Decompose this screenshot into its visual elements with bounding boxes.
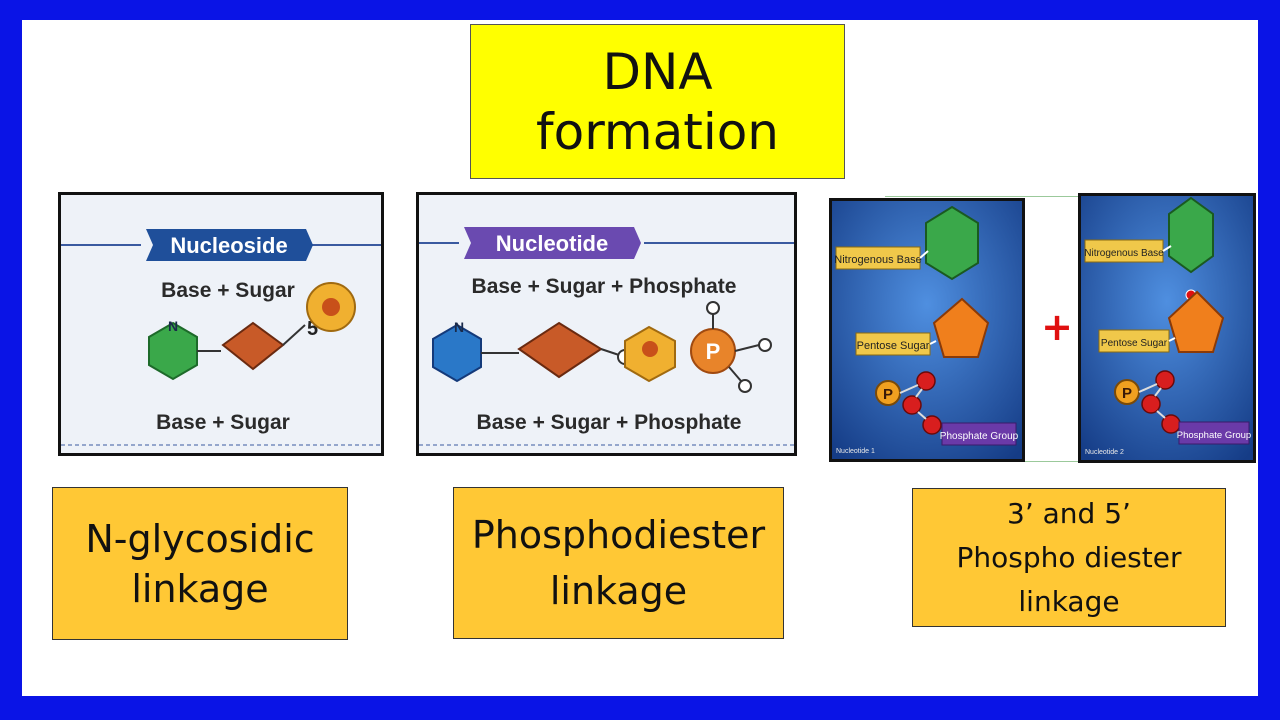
nucleotide-oxygen-2 xyxy=(706,301,720,315)
nucleotide2-sugar-label: Pentose Sugar xyxy=(1101,338,1168,349)
nucleotide1-sugar-pentagon xyxy=(932,297,990,358)
phosphodiester-line-2: linkage xyxy=(549,569,688,613)
nucleoside-card: Nucleoside Base + Sugar N 5 Base + Sugar xyxy=(58,192,384,456)
title-box: DNA formation xyxy=(470,24,845,179)
nucleoside-banner-text: Nucleoside xyxy=(170,233,287,258)
nucleotide-sugar-shape xyxy=(517,321,603,379)
n-glycosidic-line-1: N-glycosidic xyxy=(85,516,315,561)
nucleotide-card: Nucleotide Base + Sugar + Phosphate N P … xyxy=(416,192,797,456)
nucleotide2-phosphate-label-box xyxy=(1178,421,1250,445)
nucleoside-illustration: Nucleoside Base + Sugar N 5 Base + Sugar xyxy=(61,229,381,446)
nucleotide1-base-label: Nitrogenous Base xyxy=(834,254,921,266)
nucleoside-ring-atom: N xyxy=(168,318,178,334)
nucleotide1-sugar-label: Pentose Sugar xyxy=(857,340,930,352)
nucleotide-caption-top: Base + Sugar + Phosphate xyxy=(472,275,737,298)
nucleotide-ring-atom: N xyxy=(454,319,464,335)
three-five-line-2: Phospho diester xyxy=(956,540,1182,574)
nucleoside-phosphate-core xyxy=(322,298,340,316)
nucleotide-phosphate-symbol: P xyxy=(706,339,721,364)
n-glycosidic-linkage-box: N-glycosidic linkage xyxy=(52,487,348,640)
nucleotide-illustration: Nucleotide Base + Sugar + Phosphate N P … xyxy=(419,227,794,446)
nucleotide2-oxygen-1 xyxy=(1155,370,1175,390)
phosphodiester-line-1: Phosphodiester xyxy=(471,513,766,557)
nucleoside-sugar-shape xyxy=(221,321,285,371)
three-five-line-3: linkage xyxy=(1018,584,1120,618)
nucleotide1-caption: Nucleotide 1 xyxy=(836,448,875,455)
nucleotide2-sugar-pentagon xyxy=(1167,290,1225,353)
title-text: DNA formation xyxy=(536,42,779,162)
nucleotide2-phosphate-symbol: P xyxy=(1122,385,1132,402)
title-line-2: formation xyxy=(536,102,779,161)
nucleotide1-phosphate-label-box xyxy=(941,422,1017,446)
nucleotide2-card: Nitrogenous Base Pentose Sugar P Phospha… xyxy=(1078,193,1256,463)
nucleotide-banner xyxy=(464,227,641,259)
nucleotide-base-hexagon xyxy=(432,323,482,383)
title-line-1: DNA xyxy=(602,42,713,101)
nucleotide1-phosphate-label: Phosphate Group xyxy=(940,431,1019,442)
nucleotide2-base-label: Nitrogenous Base xyxy=(1084,248,1164,259)
nucleotide-phosphate-core xyxy=(642,341,658,357)
nucleotide1-phosphate-symbol: P xyxy=(883,386,893,403)
nucleotide2-illustration: Nitrogenous Base Pentose Sugar P Phospha… xyxy=(1081,196,1253,460)
nucleotide2-phosphate-label: Phosphate Group xyxy=(1177,430,1251,441)
nucleoside-caption-top: Base + Sugar xyxy=(161,279,295,302)
nucleotide1-oxygen-3 xyxy=(922,415,942,435)
nucleotide1-illustration: Nitrogenous Base Pentose Sugar P Phospha… xyxy=(832,201,1022,459)
plus-sign: + xyxy=(1041,305,1073,349)
nucleotide-caption-bottom: Base + Sugar + Phosphate xyxy=(477,411,742,434)
nucleotide2-caption: Nucleotide 2 xyxy=(1085,449,1124,456)
nucleotide-oxygen-3 xyxy=(758,338,772,352)
nucleoside-base-hexagon xyxy=(148,321,198,381)
nucleotide1-oxygen-1 xyxy=(916,371,936,391)
nucleoside-caption-bottom: Base + Sugar xyxy=(156,411,290,434)
three-five-line-1: 3’ and 5’ xyxy=(1007,496,1131,530)
nucleotide1-card: Nitrogenous Base Pentose Sugar P Phospha… xyxy=(829,198,1025,462)
nucleoside-sugar-mark: 5 xyxy=(307,318,318,340)
nucleotide1-base-hexagon xyxy=(925,205,979,281)
slide: DNA formation Nucleoside Base + Sugar N … xyxy=(22,20,1258,696)
n-glycosidic-line-2: linkage xyxy=(131,566,269,611)
phosphodiester-linkage-box: Phosphodiester linkage xyxy=(453,487,784,639)
nucleotide-oxygen-4 xyxy=(738,379,752,393)
nucleotide1-oxygen-2 xyxy=(902,395,922,415)
nucleotide-banner-text: Nucleotide xyxy=(496,231,608,256)
nucleotide2-base-hexagon xyxy=(1168,196,1214,274)
nucleoside-banner xyxy=(146,229,313,261)
three-five-phosphodiester-box: 3’ and 5’ Phospho diester linkage xyxy=(912,488,1226,627)
nucleotide2-oxygen-2 xyxy=(1141,394,1161,414)
